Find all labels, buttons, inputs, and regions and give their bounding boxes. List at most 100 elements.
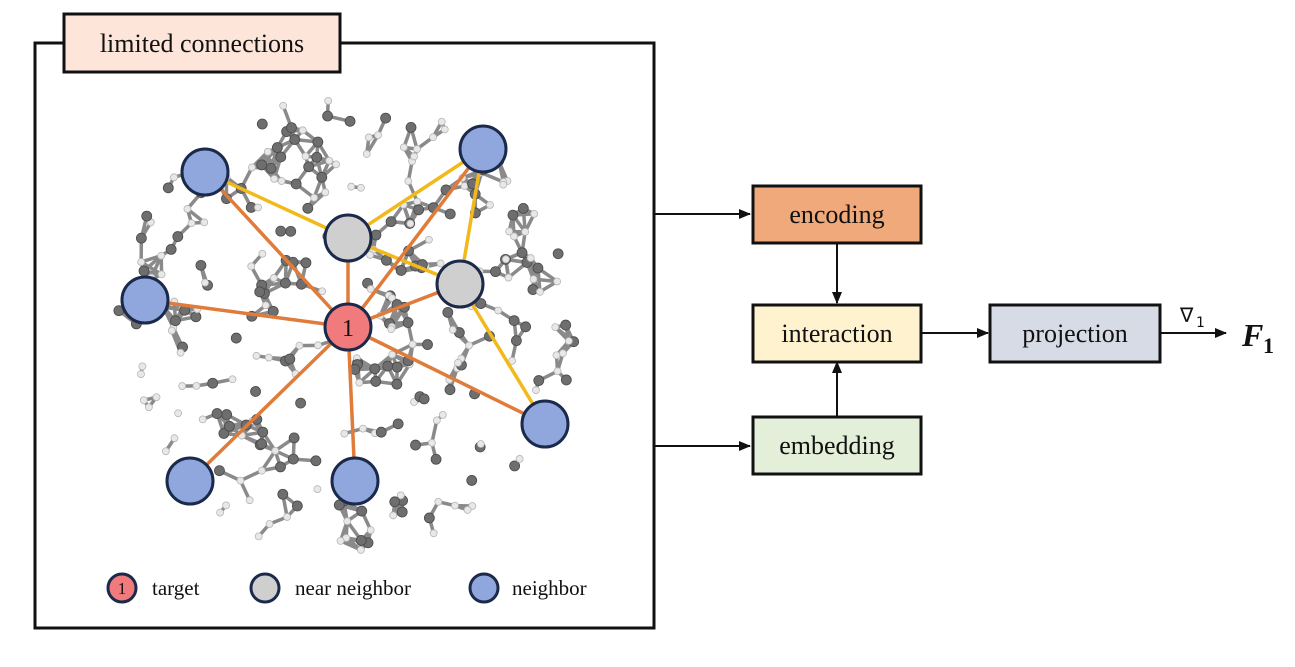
carbon-atom — [316, 171, 328, 183]
carbon-atom — [256, 118, 268, 130]
carbon-atom — [516, 247, 528, 259]
hydrogen-atom — [271, 446, 280, 455]
hydrogen-atom — [343, 517, 352, 526]
panel-title-background — [62, 12, 342, 74]
carbon-atom — [389, 496, 401, 508]
interaction-box-background — [751, 303, 923, 364]
carbon-atom — [356, 505, 368, 517]
panel-frame — [33, 41, 656, 630]
hydrogen-atom — [222, 501, 230, 510]
carbon-atom — [135, 232, 147, 244]
panel-title-box: limited connections — [62, 12, 342, 74]
hydrogen-atom — [170, 434, 179, 443]
carbon-atom — [533, 375, 545, 386]
hydrogen-atom — [432, 416, 441, 425]
hydrogen-atom — [408, 340, 417, 349]
carbon-atom — [520, 321, 532, 333]
encoding-label: encoding — [789, 200, 884, 229]
hydrogen-atom — [161, 447, 170, 456]
molecule-bond — [533, 277, 558, 284]
hydrogen-atom — [236, 476, 245, 485]
hydrogen-atom — [248, 163, 256, 172]
carbon-atom — [475, 298, 487, 309]
carbon-atom — [284, 353, 296, 365]
carbon-atom — [510, 335, 522, 347]
carbon-atom — [312, 136, 324, 148]
hydrogen-atom — [216, 508, 225, 517]
carbon-atom — [302, 202, 314, 214]
neighbor-connection-edge — [204, 170, 349, 240]
carbon-atom — [355, 535, 367, 546]
hydrogen-atom — [157, 251, 166, 260]
hydrogen-atom — [332, 160, 340, 169]
legend-item-target: 1 target — [106, 572, 200, 604]
carbon-atom — [138, 265, 150, 277]
target-connection-edge — [347, 325, 546, 426]
hydrogen-atom — [139, 396, 148, 405]
hydrogen-atom — [388, 350, 397, 359]
carbon-atom — [322, 110, 333, 122]
carbon-atom — [290, 178, 302, 190]
hydrogen-atom — [283, 513, 291, 521]
hydrogen-atom — [137, 258, 146, 266]
hydrogen-atom — [187, 219, 196, 228]
hydrogen-atom — [551, 323, 560, 332]
projection-box: projection — [988, 303, 1162, 364]
hydrogen-atom — [366, 251, 374, 259]
carbon-atom — [402, 317, 414, 328]
carbon-atom — [413, 204, 425, 216]
hydrogen-atom — [465, 341, 473, 350]
hydrogen-atom — [438, 410, 447, 419]
embedding-label: embedding — [779, 431, 895, 460]
carbon-atom — [275, 461, 286, 473]
carbon-atom — [218, 428, 230, 439]
carbon-atom — [508, 315, 520, 327]
hydrogen-atom — [440, 125, 449, 134]
hydrogen-atom — [406, 219, 415, 228]
molecule-bond — [260, 449, 277, 472]
carbon-atom — [532, 262, 544, 274]
carbon-atom — [250, 386, 261, 397]
hydrogen-atom — [298, 126, 307, 135]
target-connection-edge — [346, 147, 485, 329]
legend-target-marker — [106, 572, 138, 604]
target-connection-edge — [144, 298, 349, 329]
hydrogen-atom — [504, 273, 513, 282]
hydrogen-atom — [499, 180, 508, 189]
neighbor-node — [165, 456, 215, 506]
hydrogen-atom — [200, 218, 209, 227]
hydrogen-atom — [448, 325, 457, 334]
hydrogen-atom — [510, 232, 518, 241]
carbon-atom — [295, 397, 307, 409]
carbon-atom — [265, 163, 277, 174]
neighbor-connection-edge — [347, 147, 484, 240]
carbon-atom — [271, 142, 283, 153]
hydrogen-atom — [429, 133, 437, 142]
carbon-atom — [466, 475, 478, 486]
hydrogen-atom — [427, 438, 436, 447]
encoding-box-background — [751, 184, 923, 245]
hydrogen-atom — [152, 393, 161, 402]
hydrogen-atom — [410, 152, 418, 161]
hydrogen-atom — [404, 177, 413, 186]
hydrogen-atom — [454, 358, 462, 367]
legend-item-neighbor: neighbor — [468, 572, 587, 604]
carbon-atom — [311, 151, 323, 163]
embedding-box-background — [751, 415, 923, 476]
carbon-atom — [211, 408, 223, 419]
embedding-box: embedding — [751, 415, 923, 476]
hydrogen-atom — [265, 520, 274, 528]
carbon-atom — [170, 315, 181, 327]
neighbor-connection-edge — [458, 283, 547, 425]
pipeline-arrows — [654, 209, 1227, 451]
interaction-label: interaction — [781, 319, 892, 348]
target-connection-edge — [346, 326, 357, 482]
carbon-atom — [344, 115, 356, 127]
hydrogen-atom — [247, 262, 256, 271]
hydrogen-atom — [167, 326, 176, 335]
carbon-atom — [391, 378, 403, 390]
neighbor-node — [330, 456, 380, 506]
hydrogen-atom — [318, 287, 327, 296]
hydrogen-atom — [257, 466, 266, 475]
carbon-atom — [172, 231, 184, 242]
